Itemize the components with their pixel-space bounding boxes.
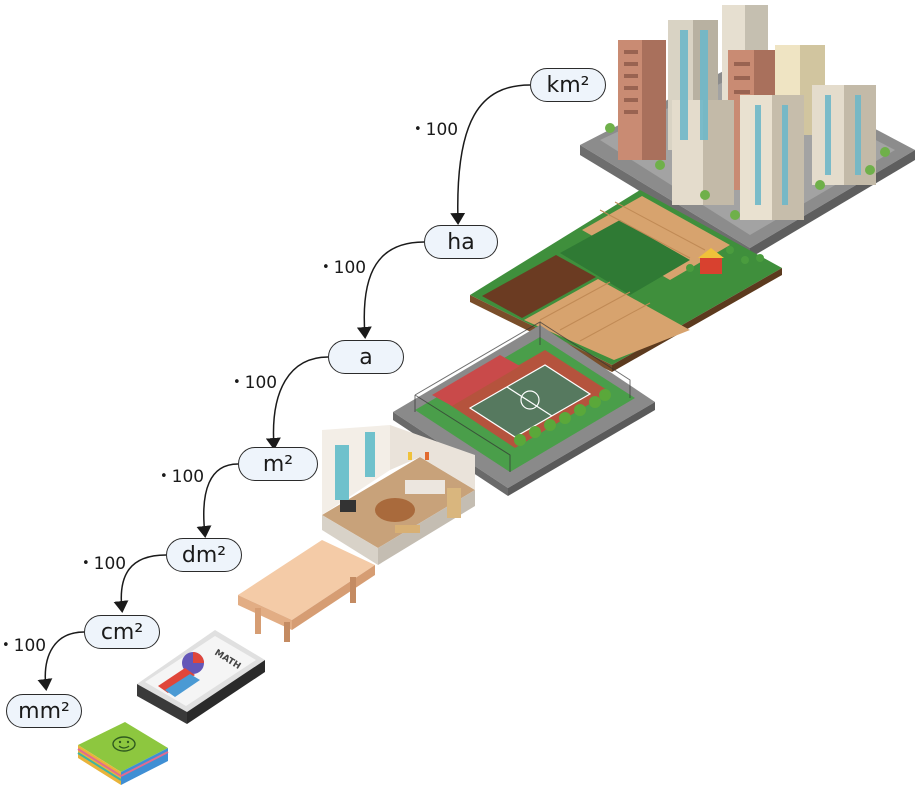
unit-m2: m²	[238, 447, 318, 481]
factor-value: 100	[245, 373, 277, 393]
sticky-notes-icon	[78, 722, 168, 785]
factor-ha-a: • 100	[322, 258, 366, 278]
arrow-m2-dm2	[204, 464, 238, 535]
factor-dot: •	[82, 556, 90, 571]
unit-mm2: mm²	[6, 694, 82, 728]
unit-m2-label: m²	[263, 452, 293, 477]
arrow-km2-ha	[458, 85, 530, 222]
unit-dm2-label: dm²	[182, 543, 226, 568]
factor-dot: •	[322, 260, 330, 275]
arrow-a-m2	[273, 357, 328, 447]
unit-a-label: a	[359, 345, 372, 370]
table-icon	[238, 540, 375, 642]
arrow-ha-a	[364, 242, 424, 336]
unit-cm2-label: cm²	[101, 620, 143, 645]
factor-value: 100	[172, 467, 204, 487]
factor-dm2-cm2: • 100	[82, 554, 126, 574]
factor-cm2-mm2: • 100	[2, 636, 46, 656]
unit-mm2-label: mm²	[18, 699, 70, 724]
factor-value: 100	[426, 120, 458, 140]
factor-dot: •	[414, 122, 422, 137]
factor-m2-dm2: • 100	[160, 467, 204, 487]
factor-dot: •	[233, 375, 241, 390]
factor-value: 100	[94, 554, 126, 574]
unit-km2: km²	[530, 68, 606, 102]
book-icon: MATH	[137, 630, 265, 724]
arrow-dm2-cm2	[121, 555, 166, 610]
factor-value: 100	[14, 636, 46, 656]
unit-ha-label: ha	[447, 230, 474, 255]
unit-cm2: cm²	[84, 615, 160, 649]
factor-dot: •	[160, 469, 168, 484]
unit-a: a	[328, 340, 404, 374]
unit-ha: ha	[424, 225, 498, 259]
factor-value: 100	[334, 258, 366, 278]
factor-a-m2: • 100	[233, 373, 277, 393]
unit-dm2: dm²	[166, 538, 242, 572]
factor-dot: •	[2, 638, 10, 653]
factor-km2-ha: • 100	[414, 120, 458, 140]
unit-km2-label: km²	[547, 73, 590, 98]
arrow-cm2-mm2	[45, 632, 84, 688]
